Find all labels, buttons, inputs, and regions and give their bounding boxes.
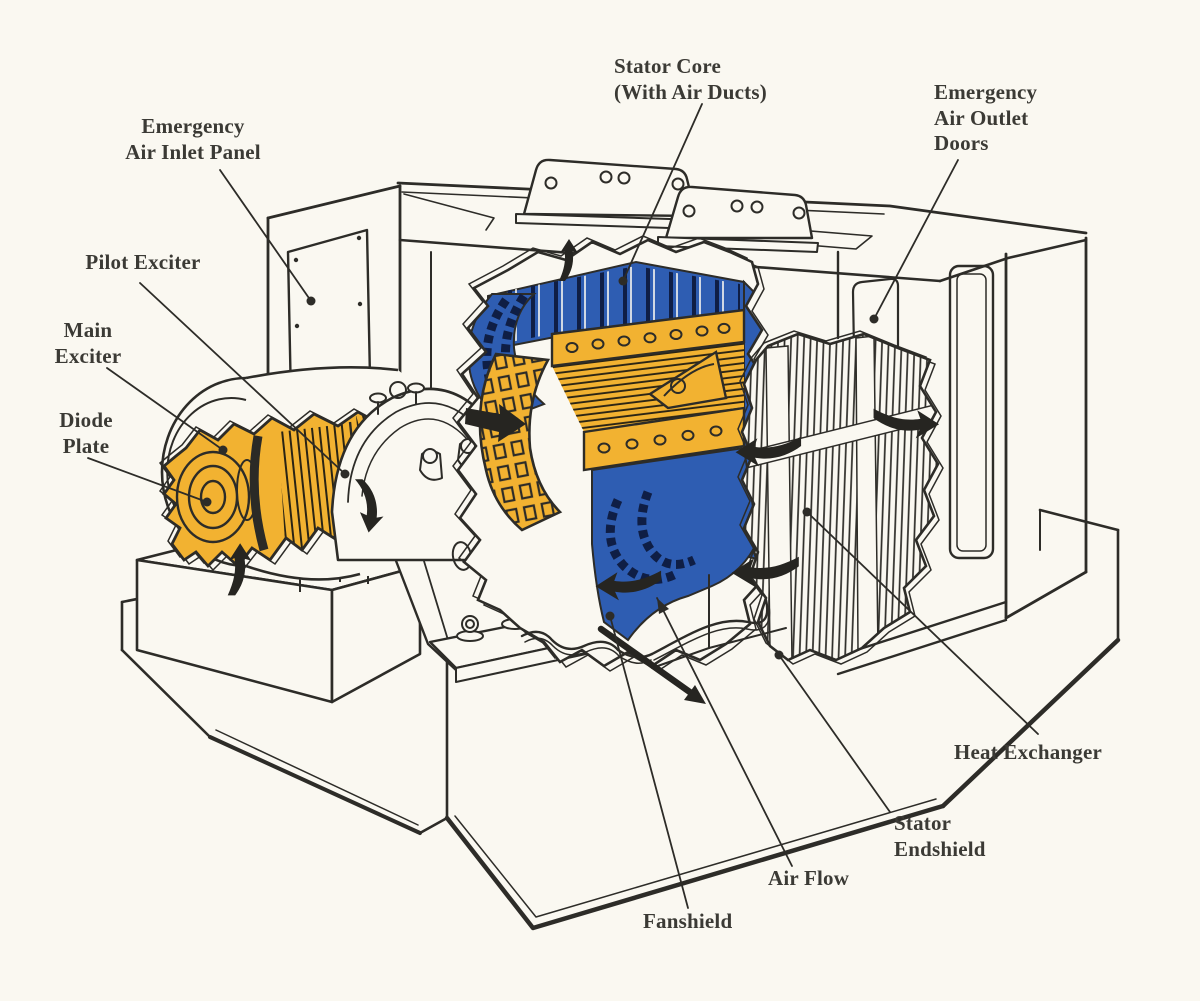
leader-dot <box>218 445 228 455</box>
leader-dot <box>869 314 879 324</box>
label-diode-plate: Diode Plate <box>59 408 113 458</box>
leader-dot <box>618 276 628 286</box>
leader-dot <box>802 507 812 517</box>
label-fanshield: Fanshield <box>643 909 733 933</box>
lifting-bracket <box>657 185 819 253</box>
air-flow-arrow <box>465 404 526 442</box>
base-foundation <box>120 508 1121 931</box>
label-emergency-air-outlet-doors: Emergency Air Outlet Doors <box>934 80 1038 156</box>
leader-lines <box>87 103 1039 909</box>
air-flow-arrowhead <box>657 598 669 614</box>
air-flow-arrow <box>684 685 706 704</box>
leader-line-stator-core <box>622 103 703 282</box>
lifting-bracket <box>515 158 701 230</box>
label-heat-exchanger: Heat Exchanger <box>954 740 1103 764</box>
label-stator-core: Stator Core (With Air Ducts) <box>614 54 767 104</box>
leader-dot <box>774 650 784 660</box>
label-stator-endshield: Stator Endshield <box>894 811 986 861</box>
leader-line-fanshield <box>609 615 689 909</box>
label-main-exciter: Main Exciter <box>54 318 122 368</box>
stator-cutaway <box>452 235 775 672</box>
leader-line-outlet-doors <box>873 159 959 320</box>
leader-line-main-exciter <box>106 367 224 451</box>
stator-frame-yellow <box>478 308 746 532</box>
leader-line-air-flow <box>656 597 793 867</box>
leader-line-stator-endshield <box>778 654 891 813</box>
leader-dots <box>202 276 879 660</box>
leader-dot <box>340 469 350 479</box>
leader-line-inlet-panel <box>219 169 312 302</box>
label-emergency-air-inlet-panel: Emergency Air Inlet Panel <box>125 114 261 164</box>
leader-dot <box>605 611 615 621</box>
leader-dot <box>202 497 212 507</box>
label-air-flow: Air Flow <box>768 866 850 890</box>
leader-dot <box>306 296 316 306</box>
leader-line-diode-plate <box>87 457 208 503</box>
leader-line-heat-exchanger <box>806 511 1039 735</box>
leader-line-pilot-exciter <box>139 282 346 475</box>
label-pilot-exciter: Pilot Exciter <box>85 250 201 274</box>
